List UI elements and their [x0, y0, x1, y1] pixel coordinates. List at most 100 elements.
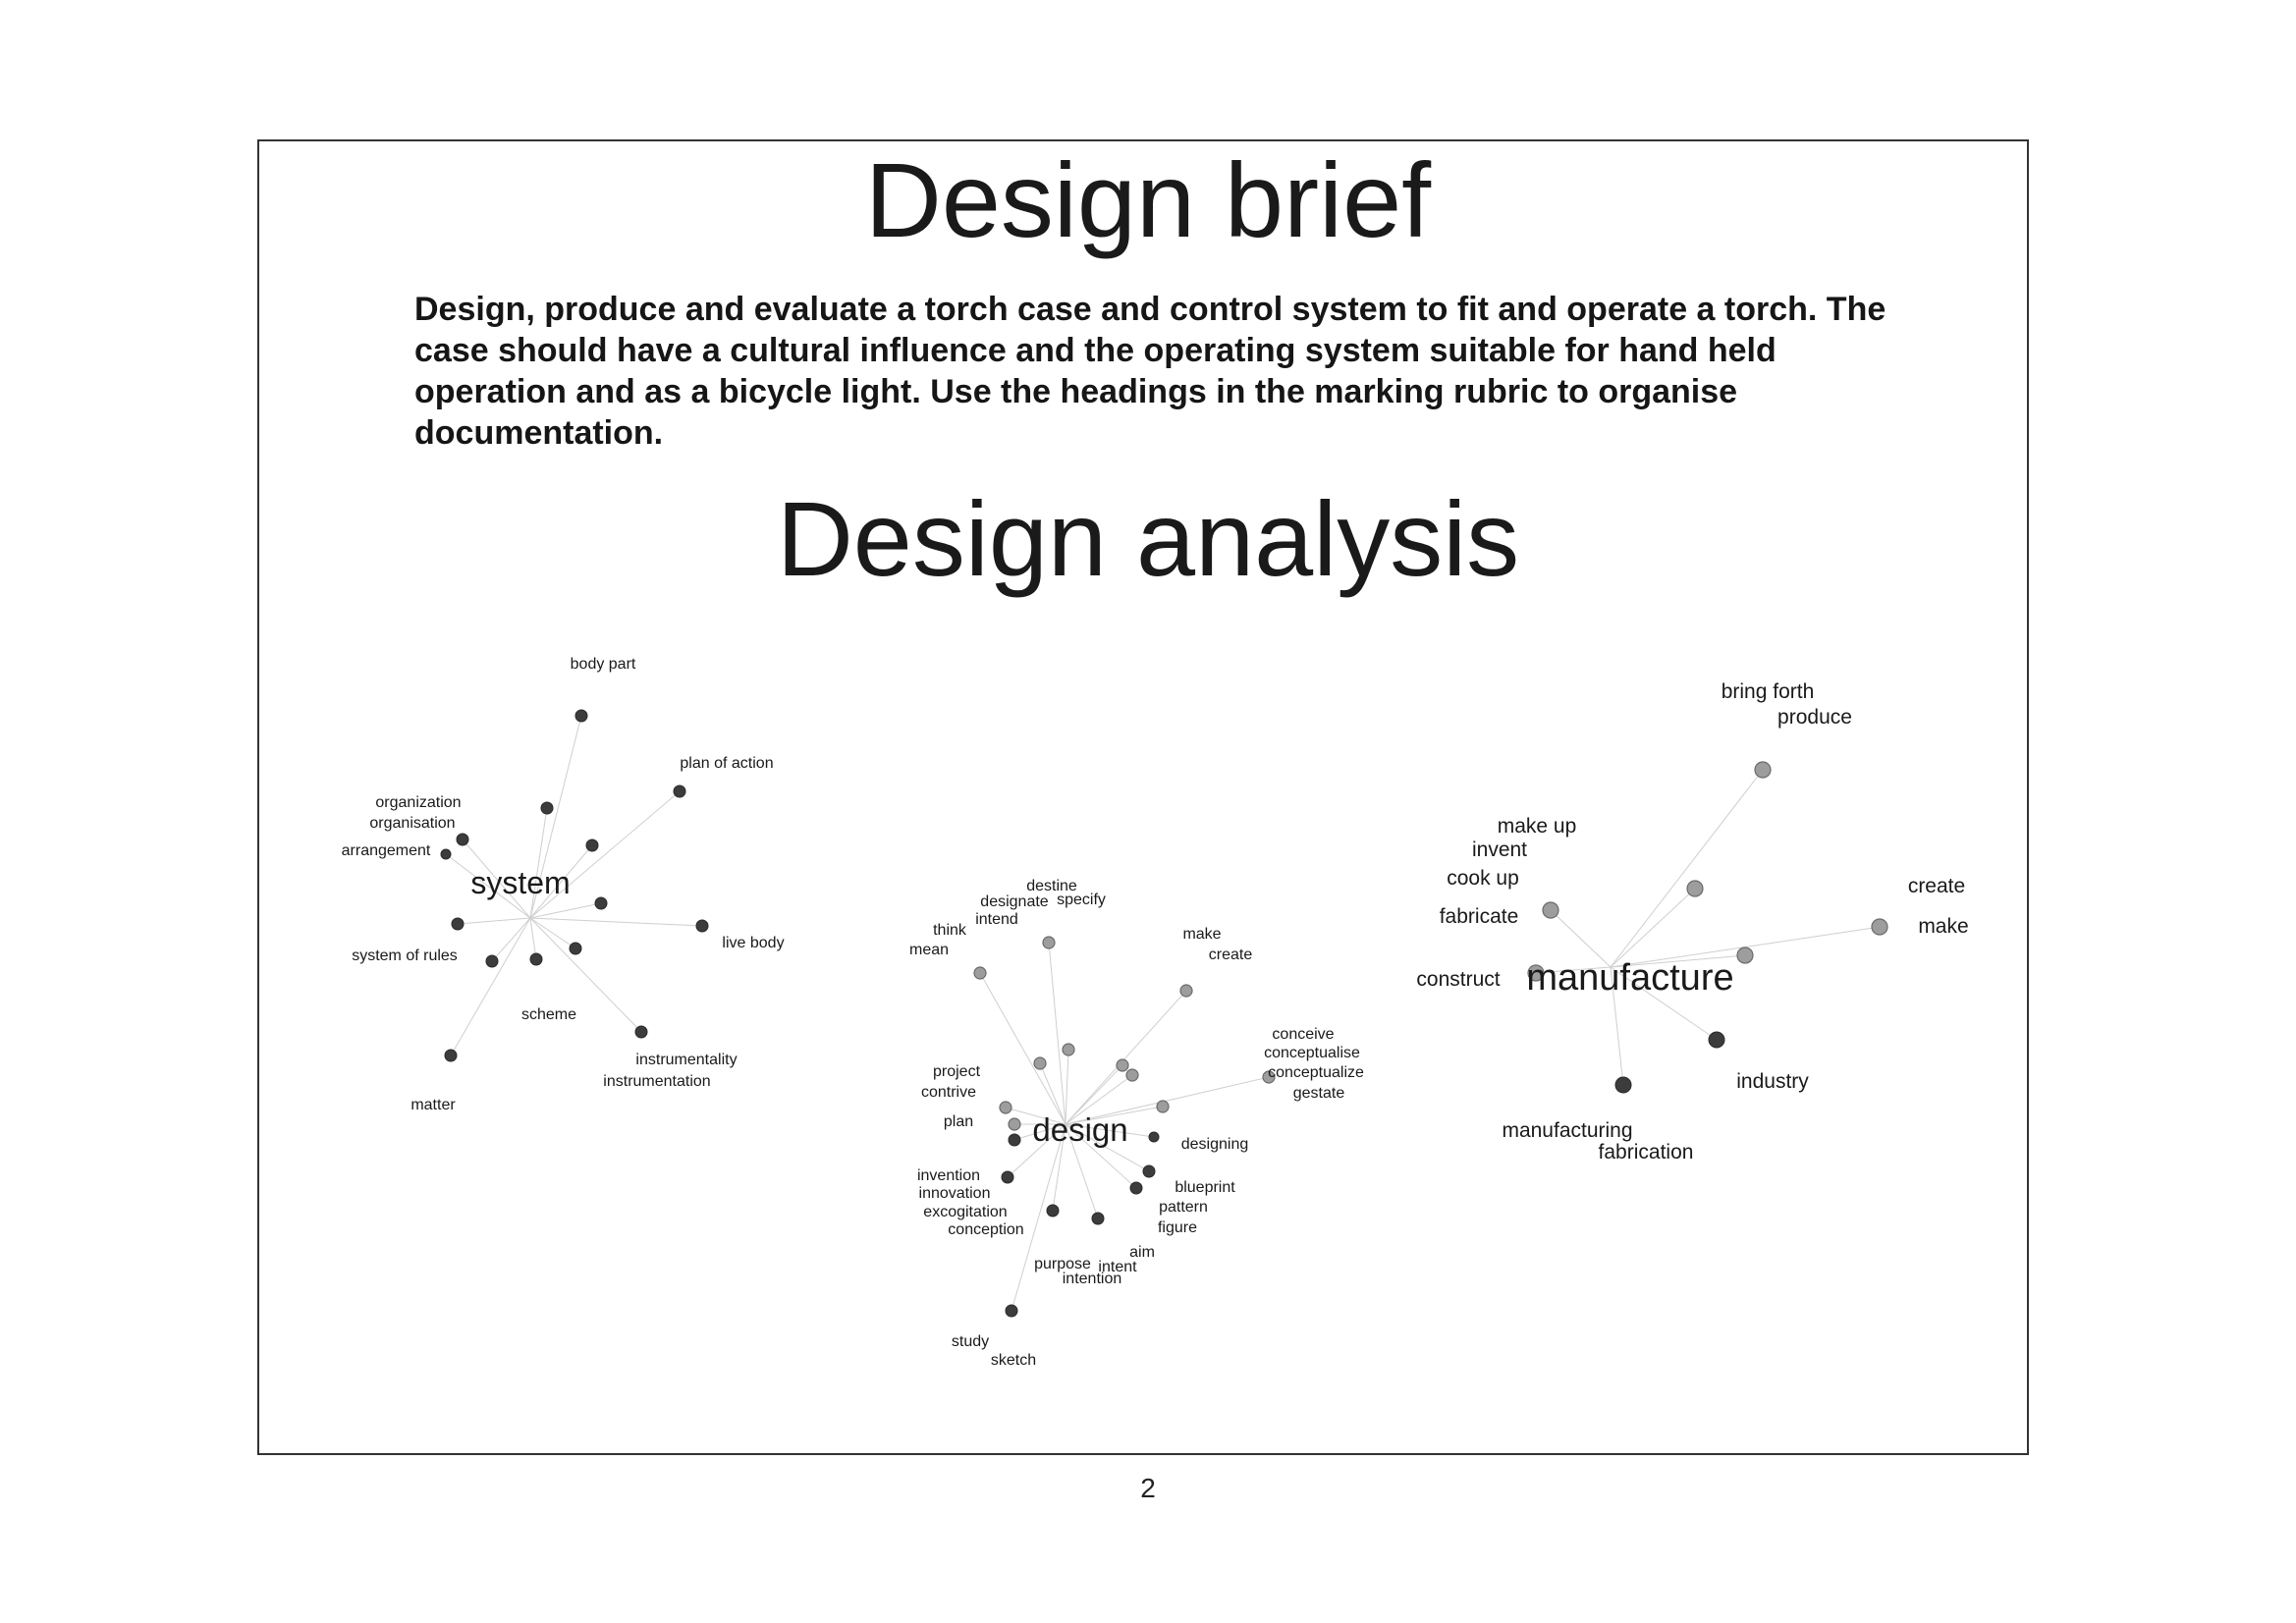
- system-label-organization: organization: [375, 794, 461, 811]
- manufacture-node-6: [1708, 1031, 1725, 1049]
- system-label-system-of-rules: system of rules: [352, 947, 458, 964]
- system-node-6: [594, 896, 608, 910]
- design-node-3: [1062, 1043, 1075, 1056]
- design-edge-0: [1048, 942, 1066, 1125]
- manufacture-edge-2: [1550, 909, 1612, 968]
- system-edge-13: [450, 917, 531, 1056]
- manufacture-label-bring-forth: bring forth: [1722, 680, 1815, 703]
- design-edge-11: [1013, 1123, 1066, 1141]
- system-edge-2: [529, 807, 548, 919]
- manufacture-label-make-up: make up: [1498, 815, 1577, 838]
- manufacture-label-construct: construct: [1416, 968, 1500, 991]
- design-edge-12: [1065, 1123, 1155, 1138]
- design-label-conceive: conceive: [1272, 1026, 1334, 1043]
- system-edge-5: [529, 844, 593, 919]
- manufacture-label-create: create: [1908, 875, 1965, 897]
- design-node-0: [1042, 936, 1056, 949]
- system-label-body-part: body part: [571, 656, 636, 673]
- design-edge-5: [1065, 1064, 1123, 1125]
- design-node-15: [1129, 1181, 1143, 1195]
- design-brief-text: Design, produce and evaluate a torch cas…: [414, 291, 1886, 452]
- design-hub-label: design: [1032, 1111, 1127, 1148]
- design-label-project: project: [933, 1063, 981, 1080]
- design-edge-17: [1065, 1123, 1099, 1219]
- design-label-conceptualize: conceptualize: [1268, 1064, 1364, 1081]
- manufacture-node-1: [1686, 880, 1704, 897]
- design-label-excogitation: excogitation: [923, 1204, 1007, 1220]
- system-edge-3: [462, 839, 531, 919]
- design-label-specify: specify: [1057, 892, 1106, 908]
- system-label-live-body: live body: [722, 935, 784, 951]
- design-label-purpose: purpose: [1034, 1256, 1091, 1272]
- system-label-scheme: scheme: [521, 1006, 576, 1023]
- design-label-pattern: pattern: [1159, 1199, 1208, 1216]
- design-label-sketch: sketch: [991, 1352, 1036, 1369]
- page-number: 2: [1140, 1473, 1156, 1503]
- design-label-contrive: contrive: [921, 1084, 976, 1101]
- design-label-gestate: gestate: [1293, 1085, 1345, 1102]
- design-label-mean: mean: [909, 942, 949, 958]
- manufacture-node-3: [1871, 918, 1888, 936]
- system-node-7: [695, 919, 709, 933]
- design-node-8: [1156, 1100, 1170, 1113]
- design-node-10: [1008, 1117, 1021, 1131]
- system-label-instrumentation: instrumentation: [603, 1073, 710, 1090]
- graph-nodes: [440, 709, 1888, 1318]
- manufacture-label-cook-up: cook up: [1447, 867, 1519, 890]
- system-label-organisation: organisation: [369, 815, 455, 832]
- system-edge-8: [457, 917, 531, 925]
- system-node-11: [569, 942, 582, 955]
- system-node-12: [634, 1025, 648, 1039]
- system-node-9: [485, 954, 499, 968]
- design-label-innovation: innovation: [919, 1185, 991, 1202]
- design-edge-15: [1065, 1123, 1137, 1189]
- design-label-figure: figure: [1158, 1219, 1197, 1236]
- design-edge-4: [1039, 1062, 1066, 1125]
- design-label-make: make: [1182, 926, 1221, 943]
- design-label-plan: plan: [944, 1113, 973, 1130]
- design-node-16: [1046, 1204, 1060, 1217]
- system-edge-11: [529, 917, 576, 949]
- system-edge-4: [445, 853, 531, 919]
- system-node-5: [585, 839, 599, 852]
- design-node-18: [1005, 1304, 1018, 1318]
- design-node-6: [1125, 1068, 1139, 1082]
- design-node-4: [1033, 1056, 1047, 1070]
- design-edge-3: [1065, 1049, 1069, 1125]
- design-label-intent: intent: [1098, 1259, 1137, 1275]
- design-edge-7: [1065, 1076, 1270, 1125]
- system-edge-9: [491, 917, 531, 962]
- design-label-designate: designate: [980, 893, 1048, 910]
- system-label-arrangement: arrangement: [342, 842, 431, 859]
- system-node-8: [451, 917, 465, 931]
- design-node-7: [1262, 1070, 1276, 1084]
- design-label-conception: conception: [948, 1221, 1023, 1238]
- design-node-11: [1008, 1133, 1021, 1147]
- design-node-13: [1001, 1170, 1014, 1184]
- system-node-10: [529, 952, 543, 966]
- manufacture-label-invent: invent: [1472, 839, 1527, 861]
- manufacture-edge-4: [1610, 954, 1746, 968]
- design-label-blueprint: blueprint: [1175, 1179, 1235, 1196]
- system-edge-1: [529, 790, 681, 919]
- system-node-13: [444, 1049, 458, 1062]
- design-label-invention: invention: [917, 1167, 980, 1184]
- system-edge-7: [529, 917, 703, 927]
- manufacture-edge-0: [1610, 769, 1764, 968]
- manufacture-hub-label: manufacture: [1526, 957, 1733, 999]
- system-label-plan-of-action: plan of action: [680, 755, 773, 772]
- manufacture-label-manufacturing: manufacturing: [1502, 1119, 1632, 1142]
- design-node-12: [1148, 1131, 1160, 1143]
- manufacture-label-make: make: [1918, 915, 1968, 938]
- manufacture-label-industry: industry: [1736, 1070, 1809, 1093]
- design-label-intend: intend: [975, 911, 1018, 928]
- manufacture-node-0: [1754, 761, 1772, 779]
- manufacture-node-7: [1614, 1076, 1632, 1094]
- system-label-matter: matter: [410, 1097, 456, 1113]
- slide-frame: [257, 139, 2029, 1455]
- design-edge-16: [1052, 1123, 1066, 1212]
- design-edge-13: [1007, 1123, 1066, 1178]
- design-edge-1: [979, 972, 1066, 1125]
